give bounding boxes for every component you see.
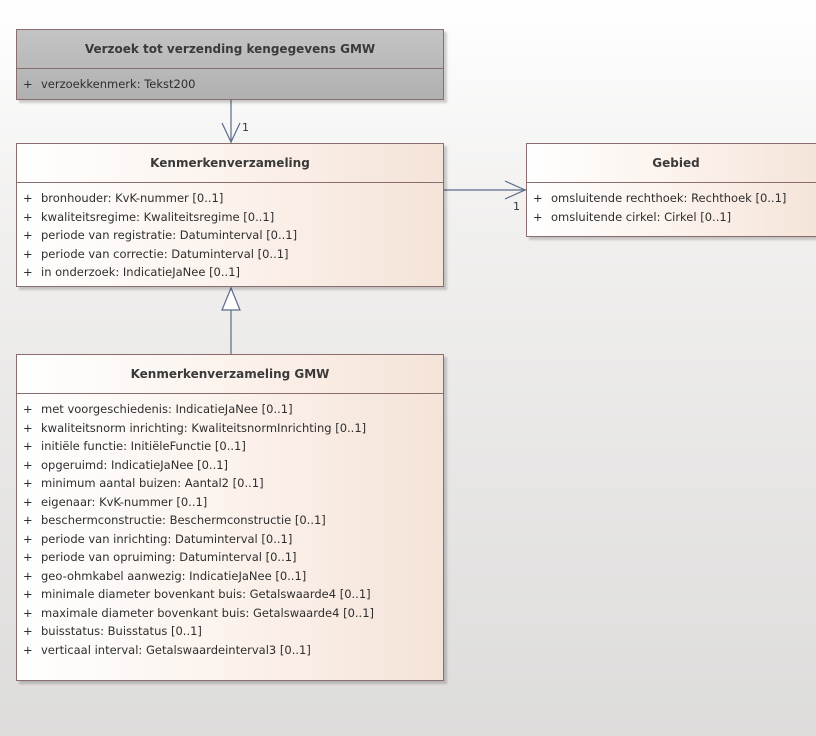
visibility-marker: + [23, 642, 33, 657]
visibility-marker: + [23, 531, 33, 546]
class-area[interactable]: Gebied + omsluitende rechthoek: Rechthoek… [526, 143, 816, 237]
attribute-row[interactable]: + opgeruimd: IndicatieJaNee [0..1] [17, 456, 443, 475]
attribute-text: omsluitende cirkel: Cirkel [0..1] [551, 209, 732, 224]
visibility-marker: + [23, 494, 33, 509]
attribute-text: periode van correctie: Datuminterval [0.… [41, 246, 289, 261]
class-characteristics-set-attributes: + bronhouder: KvK-nummer [0..1] + kwaliteit… [17, 183, 443, 282]
class-characteristics-set-gmw-title: Kenmerkenverzameling GMW [17, 355, 443, 394]
attribute-text: verzoekkenmerk: Tekst200 [41, 77, 196, 92]
class-area-attributes: + omsluitende rechthoek: Rechthoek [0..1]… [527, 183, 816, 226]
visibility-marker: + [533, 209, 543, 224]
multiplicity-label-set-area: 1 [513, 200, 520, 213]
attribute-row[interactable]: + eigenaar: KvK-nummer [0..1] [17, 493, 443, 512]
attribute-text: initiële functie: InitiëleFunctie [0..1] [41, 439, 246, 454]
attribute-text: periode van opruiming: Datuminterval [0.… [41, 550, 297, 565]
visibility-marker: + [23, 420, 33, 435]
attribute-row[interactable]: + verzoekkenmerk: Tekst200 [17, 75, 443, 94]
attribute-text: periode van inrichting: Datuminterval [0… [41, 531, 293, 546]
attribute-row[interactable]: + omsluitende rechthoek: Rechthoek [0..1] [527, 189, 816, 208]
attribute-text: minimale diameter bovenkant buis: Getals… [41, 587, 371, 602]
visibility-marker: + [23, 476, 33, 491]
visibility-marker: + [23, 246, 33, 261]
attribute-row[interactable]: + kwaliteitsnorm inrichting: Kwaliteitsno… [17, 419, 443, 438]
attribute-text: eigenaar: KvK-nummer [0..1] [41, 494, 208, 509]
attribute-text: buisstatus: Buisstatus [0..1] [41, 624, 202, 639]
visibility-marker: + [23, 587, 33, 602]
attribute-row[interactable]: + in onderzoek: IndicatieJaNee [0..1] [17, 263, 443, 282]
attribute-text: maximale diameter bovenkant buis: Getals… [41, 605, 375, 620]
class-request-attributes: + verzoekkenmerk: Tekst200 [17, 69, 443, 94]
visibility-marker: + [23, 439, 33, 454]
attribute-text: periode van registratie: Datuminterval [… [41, 228, 298, 243]
visibility-marker: + [23, 77, 33, 92]
class-characteristics-set-title: Kenmerkenverzameling [17, 144, 443, 183]
attribute-row[interactable]: + beschermconstructie: Beschermconstructi… [17, 511, 443, 530]
attribute-text: bronhouder: KvK-nummer [0..1] [41, 191, 224, 206]
association-arrowhead-set-area [504, 180, 527, 200]
attribute-row[interactable]: + minimum aantal buizen: Aantal2 [0..1] [17, 474, 443, 493]
class-area-title: Gebied [527, 144, 816, 183]
attribute-text: met voorgeschiedenis: IndicatieJaNee [0.… [41, 402, 293, 417]
class-characteristics-set-gmw[interactable]: Kenmerkenverzameling GMW + met voorgeschi… [16, 354, 444, 681]
attribute-text: beschermconstructie: Beschermconstructie… [41, 513, 326, 528]
attribute-row[interactable]: + buisstatus: Buisstatus [0..1] [17, 622, 443, 641]
attribute-row[interactable]: + verticaal interval: Getalswaardeinterva… [17, 641, 443, 660]
attribute-row[interactable]: + periode van inrichting: Datuminterval [… [17, 530, 443, 549]
visibility-marker: + [23, 457, 33, 472]
attribute-text: geo-ohmkabel aanwezig: IndicatieJaNee [0… [41, 568, 307, 583]
multiplicity-label-request-set: 1 [242, 121, 249, 134]
attribute-row[interactable]: + bronhouder: KvK-nummer [0..1] [17, 189, 443, 208]
visibility-marker: + [23, 228, 33, 243]
association-arrowhead-request-set [221, 122, 241, 144]
attribute-row[interactable]: + minimale diameter bovenkant buis: Getal… [17, 585, 443, 604]
visibility-marker: + [23, 209, 33, 224]
attribute-text: opgeruimd: IndicatieJaNee [0..1] [41, 457, 229, 472]
visibility-marker: + [23, 191, 33, 206]
visibility-marker: + [23, 513, 33, 528]
attribute-row[interactable]: + periode van registratie: Datuminterval … [17, 226, 443, 245]
attribute-row[interactable]: + geo-ohmkabel aanwezig: IndicatieJaNee [… [17, 567, 443, 586]
attribute-text: in onderzoek: IndicatieJaNee [0..1] [41, 265, 240, 280]
generalization-triangle [221, 286, 241, 311]
attribute-row[interactable]: + periode van correctie: Datuminterval [0… [17, 245, 443, 264]
attribute-text: kwaliteitsregime: Kwaliteitsregime [0..1… [41, 209, 275, 224]
class-request[interactable]: Verzoek tot verzending kengegevens GMW +… [16, 29, 444, 100]
attribute-text: kwaliteitsnorm inrichting: Kwaliteitsnor… [41, 420, 367, 435]
attribute-text: verticaal interval: Getalswaardeinterval… [41, 642, 311, 657]
visibility-marker: + [533, 191, 543, 206]
visibility-marker: + [23, 568, 33, 583]
class-characteristics-set[interactable]: Kenmerkenverzameling + bronhouder: KvK-nu… [16, 143, 444, 287]
visibility-marker: + [23, 265, 33, 280]
attribute-row[interactable]: + initiële functie: InitiëleFunctie [0..1… [17, 437, 443, 456]
visibility-marker: + [23, 624, 33, 639]
visibility-marker: + [23, 550, 33, 565]
attribute-row[interactable]: + periode van opruiming: Datuminterval [0… [17, 548, 443, 567]
class-request-title: Verzoek tot verzending kengegevens GMW [17, 30, 443, 69]
visibility-marker: + [23, 402, 33, 417]
attribute-row[interactable]: + met voorgeschiedenis: IndicatieJaNee [0… [17, 400, 443, 419]
class-characteristics-set-gmw-attributes: + met voorgeschiedenis: IndicatieJaNee [0… [17, 394, 443, 659]
attribute-text: minimum aantal buizen: Aantal2 [0..1] [41, 476, 264, 491]
attribute-text: omsluitende rechthoek: Rechthoek [0..1] [551, 191, 787, 206]
attribute-row[interactable]: + kwaliteitsregime: Kwaliteitsregime [0..… [17, 208, 443, 227]
visibility-marker: + [23, 605, 33, 620]
attribute-row[interactable]: + omsluitende cirkel: Cirkel [0..1] [527, 208, 816, 227]
attribute-row[interactable]: + maximale diameter bovenkant buis: Getal… [17, 604, 443, 623]
